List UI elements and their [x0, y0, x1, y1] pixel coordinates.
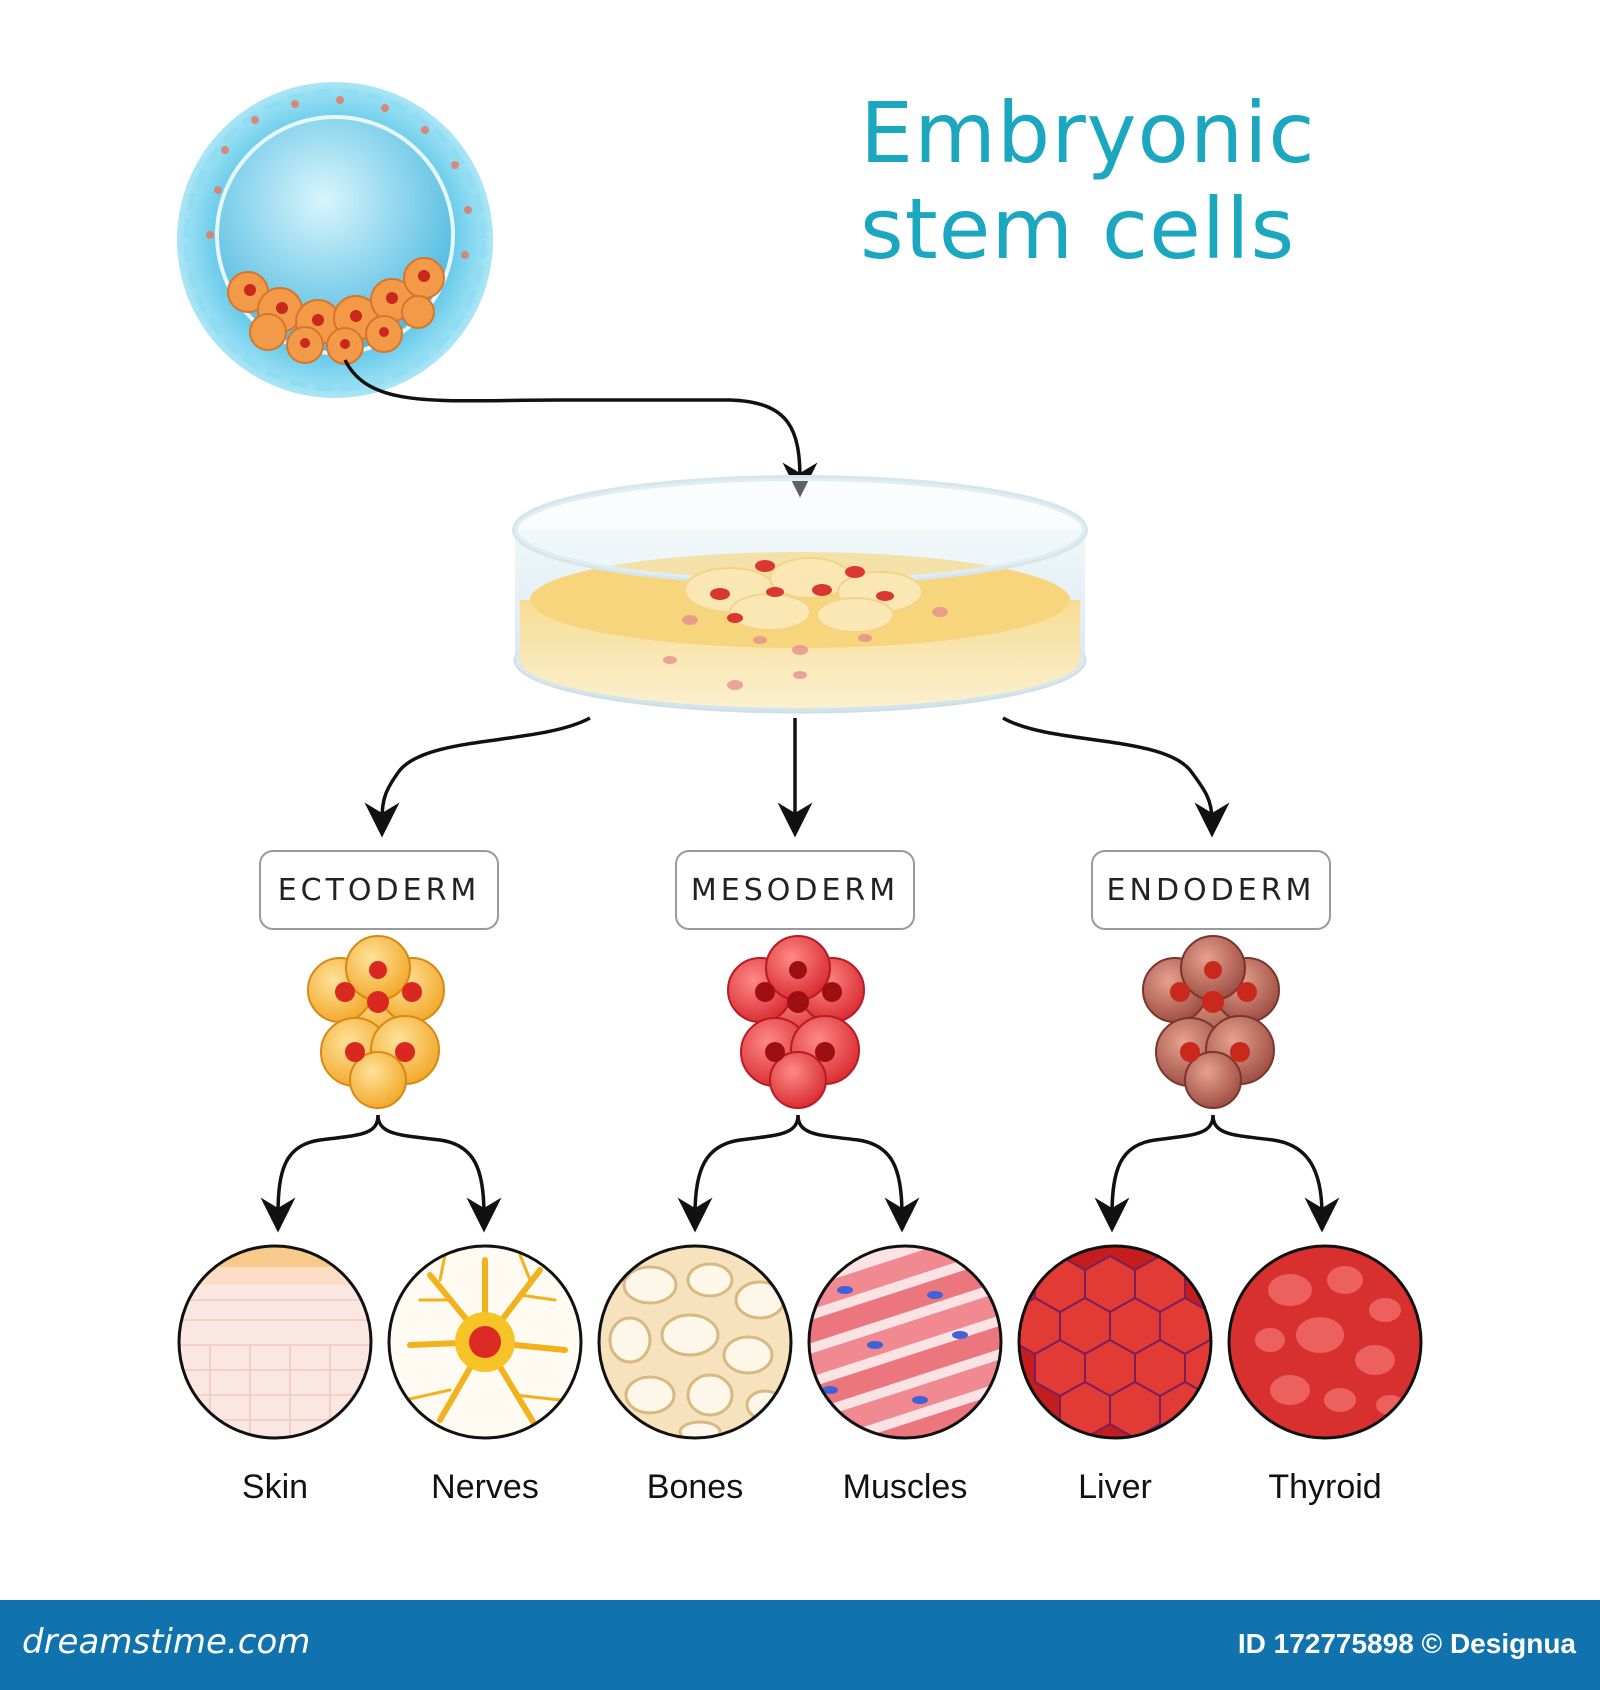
neuron-icon [387, 1244, 583, 1440]
tissue-label-skin: Skin [241, 1468, 309, 1506]
endoderm-label-box: ENDODERM [1091, 850, 1331, 930]
ectoderm-label-box: ECTODERM [259, 850, 499, 930]
arrow-ectoderm-to-nerves [376, 1114, 502, 1233]
arrow-mesoderm-to-bones [677, 1114, 800, 1233]
mesoderm-cell-cluster-icon [727, 935, 865, 1109]
skin-tissue-icon [177, 1244, 373, 1440]
bone-tissue-icon [597, 1244, 793, 1440]
tissue-label-thyroid: Thyroid [1268, 1468, 1382, 1506]
diagram-canvas: Embryonic stem cells ECTODERM MESODERM E… [177, 82, 1460, 1506]
endoderm-cell-cluster-icon [1142, 935, 1280, 1109]
diagram-svg [177, 82, 1423, 1440]
arrow-dish-to-endoderm [1002, 716, 1230, 838]
footer-bar: dreamstime.com ID 172775898 © Designua [0, 1600, 1600, 1690]
tissue-label-liver: Liver [1078, 1468, 1152, 1506]
diagram-title: Embryonic stem cells [860, 85, 1460, 277]
blastocyst-icon [177, 82, 493, 398]
title-line-1: Embryonic [860, 84, 1316, 182]
arrow-endoderm-to-liver [1094, 1114, 1215, 1233]
tissue-label-bones: Bones [646, 1468, 744, 1506]
arrow-endoderm-to-thyroid [1211, 1114, 1340, 1233]
tissue-label-nerves: Nerves [431, 1468, 539, 1506]
petri-dish-icon [512, 475, 1088, 714]
tissue-label-muscles: Muscles [842, 1468, 968, 1506]
ectoderm-cell-cluster-icon [307, 935, 445, 1109]
footer-image-id: ID 172775898 © Designua [1237, 1628, 1576, 1659]
arrow-dish-to-ectoderm [364, 716, 591, 838]
liver-lobule-icon [1017, 1244, 1213, 1440]
arrow-ectoderm-to-skin [260, 1114, 380, 1233]
mesoderm-label-box: MESODERM [675, 850, 915, 930]
thyroid-tissue-icon [1227, 1244, 1423, 1440]
footer-logo[interactable]: dreamstime.com [22, 1622, 311, 1662]
title-line-2: stem cells [860, 180, 1296, 278]
arrow-mesoderm-to-muscles [796, 1114, 920, 1233]
arrow-blastocyst-to-dish [343, 359, 818, 498]
